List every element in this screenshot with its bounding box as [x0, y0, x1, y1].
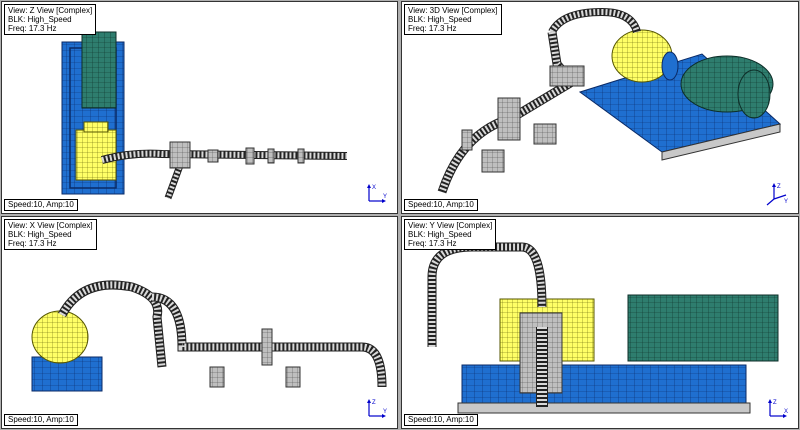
view-label: View: Z View [Complex]: [8, 6, 93, 15]
model-scene[interactable]: [402, 2, 799, 214]
axis-up-label: Z: [372, 400, 376, 406]
blk-label: BLK: High_Speed: [408, 15, 472, 24]
axis-triad: Z Y: [367, 399, 387, 418]
motor-end: [737, 69, 771, 119]
info-box: View: 3D View [Complex] BLK: High_Speed …: [404, 4, 502, 35]
axis-right-label: Y: [383, 194, 387, 200]
support-block: [169, 141, 191, 169]
foundation-block: [209, 366, 225, 388]
blk-label: BLK: High_Speed: [8, 230, 72, 239]
info-box: View: Z View [Complex] BLK: High_Speed F…: [4, 4, 97, 35]
coupling: [661, 51, 679, 81]
view-label: View: 3D View [Complex]: [408, 6, 498, 15]
viewport-z-view[interactable]: View: Z View [Complex] BLK: High_Speed F…: [1, 1, 398, 214]
axis-right-label: Y: [383, 409, 387, 415]
view-label: View: X View [Complex]: [8, 221, 93, 230]
skid-edge: [661, 123, 781, 161]
axis-triad: Z Y: [766, 183, 788, 206]
axis-up-label: Z: [777, 184, 781, 190]
freq-label: Freq: 17.3 Hz: [8, 24, 57, 33]
valve: [207, 149, 219, 163]
viewport-3d-view[interactable]: View: 3D View [Complex] BLK: High_Speed …: [401, 1, 799, 214]
status-bar: Speed:10, Amp:10: [404, 199, 478, 211]
foundation-block: [481, 149, 505, 173]
axis-up-label: Z: [773, 400, 777, 406]
foundation-block: [533, 123, 557, 145]
skid-base: [461, 364, 747, 408]
freq-label: Freq: 17.3 Hz: [408, 239, 457, 248]
support-block: [549, 65, 585, 87]
model-scene[interactable]: [402, 217, 799, 429]
status-bar: Speed:10, Amp:10: [4, 414, 78, 426]
suction-pipe-mesh: [428, 243, 546, 347]
flange: [267, 148, 275, 164]
pump: [31, 310, 89, 364]
status-bar: Speed:10, Amp:10: [404, 414, 478, 426]
model-scene[interactable]: [2, 217, 398, 429]
axis-triad: X Y: [367, 184, 387, 203]
suction-pipe-mesh: [549, 8, 640, 34]
freq-label: Freq: 17.3 Hz: [408, 24, 457, 33]
pump-flange: [83, 121, 109, 133]
model-scene[interactable]: [2, 2, 398, 214]
view-label: View: Y View [Complex]: [408, 221, 493, 230]
axis-right-label: X: [784, 409, 788, 415]
info-box: View: X View [Complex] BLK: High_Speed F…: [4, 219, 97, 250]
motor: [81, 31, 117, 109]
motor: [627, 294, 779, 362]
axis-triad: Z X: [768, 399, 788, 418]
flange: [297, 148, 305, 164]
viewport-y-view[interactable]: View: Y View [Complex] BLK: High_Speed F…: [401, 216, 799, 429]
flange: [245, 147, 255, 165]
blk-label: BLK: High_Speed: [408, 230, 472, 239]
suction-pipe-mesh: [58, 281, 166, 368]
status-bar: Speed:10, Amp:10: [4, 199, 78, 211]
info-box: View: Y View [Complex] BLK: High_Speed F…: [404, 219, 497, 250]
blk-label: BLK: High_Speed: [8, 15, 72, 24]
discharge-pipe-mesh: [151, 293, 386, 388]
freq-label: Freq: 17.3 Hz: [8, 239, 57, 248]
flange: [461, 129, 473, 151]
axis-up-label: X: [372, 185, 376, 191]
pipe-drop-mesh: [165, 159, 185, 199]
viewport-x-view[interactable]: View: X View [Complex] BLK: High_Speed F…: [1, 216, 398, 429]
support-block: [261, 328, 273, 366]
discharge-pipe-mesh: [438, 31, 578, 194]
support-block: [497, 97, 521, 141]
pipe-mesh: [101, 150, 348, 163]
skid-rail: [457, 402, 751, 414]
foundation-block: [285, 366, 301, 388]
axis-right-label: Y: [784, 199, 788, 205]
